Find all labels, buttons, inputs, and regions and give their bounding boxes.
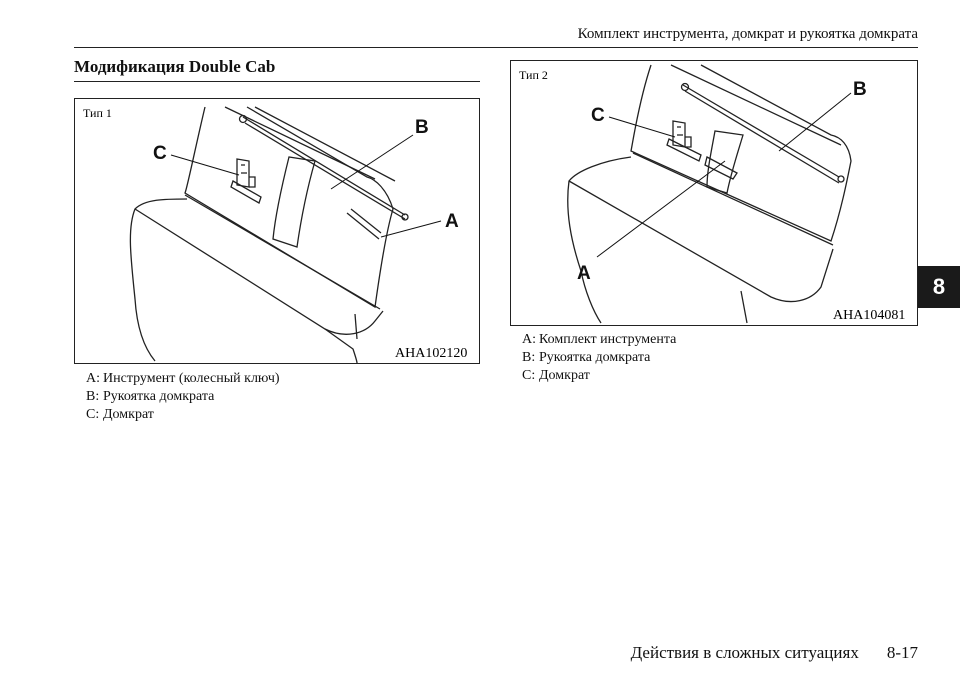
legend-item: C: Домкрат <box>86 407 154 422</box>
legend-item: A: Комплект инструмента <box>522 332 677 347</box>
callout-b: B <box>415 117 429 138</box>
chapter-tab: 8 <box>918 266 960 308</box>
page-header-title: Комплект инструмента, домкрат и рукоятка… <box>577 26 918 42</box>
page-number: 8-17 <box>886 643 918 662</box>
callout-c: C <box>153 143 167 164</box>
figure-code: AHA104081 <box>833 308 905 323</box>
figure-type-1: C B A Тип 1 AHA102120 <box>74 98 480 364</box>
footer-section-name: Действия в сложных ситуациях <box>630 643 859 662</box>
seat-illustration-type-1: C B A Тип 1 AHA102120 <box>83 106 467 363</box>
legend-type-1: A: Инструмент (колесный ключ) B: Рукоятк… <box>86 370 280 424</box>
seat-illustration-type-2: C B A Тип 2 AHA104081 <box>519 64 905 324</box>
callout-a: A <box>577 263 591 284</box>
chapter-number: 8 <box>932 274 946 299</box>
legend-item: A: Инструмент (колесный ключ) <box>86 371 280 386</box>
figure-type-label: Тип 1 <box>83 106 112 120</box>
callout-c: C <box>591 105 605 126</box>
legend-item: B: Рукоятка домкрата <box>522 350 651 365</box>
legend-type-2: A: Комплект инструмента B: Рукоятка домк… <box>522 331 676 385</box>
figure-type-label: Тип 2 <box>519 68 548 82</box>
page-footer: Действия в сложных ситуациях 8-17 <box>631 643 918 663</box>
header-divider <box>74 47 918 48</box>
section-divider <box>74 81 480 82</box>
legend-item: B: Рукоятка домкрата <box>86 389 215 404</box>
figure-type-2: C B A Тип 2 AHA104081 <box>510 60 918 326</box>
callout-a: A <box>445 211 459 232</box>
figure-code: AHA102120 <box>395 346 467 361</box>
legend-item: C: Домкрат <box>522 368 590 383</box>
section-title: Модификация Double Cab <box>74 57 276 76</box>
callout-b: B <box>853 79 867 100</box>
